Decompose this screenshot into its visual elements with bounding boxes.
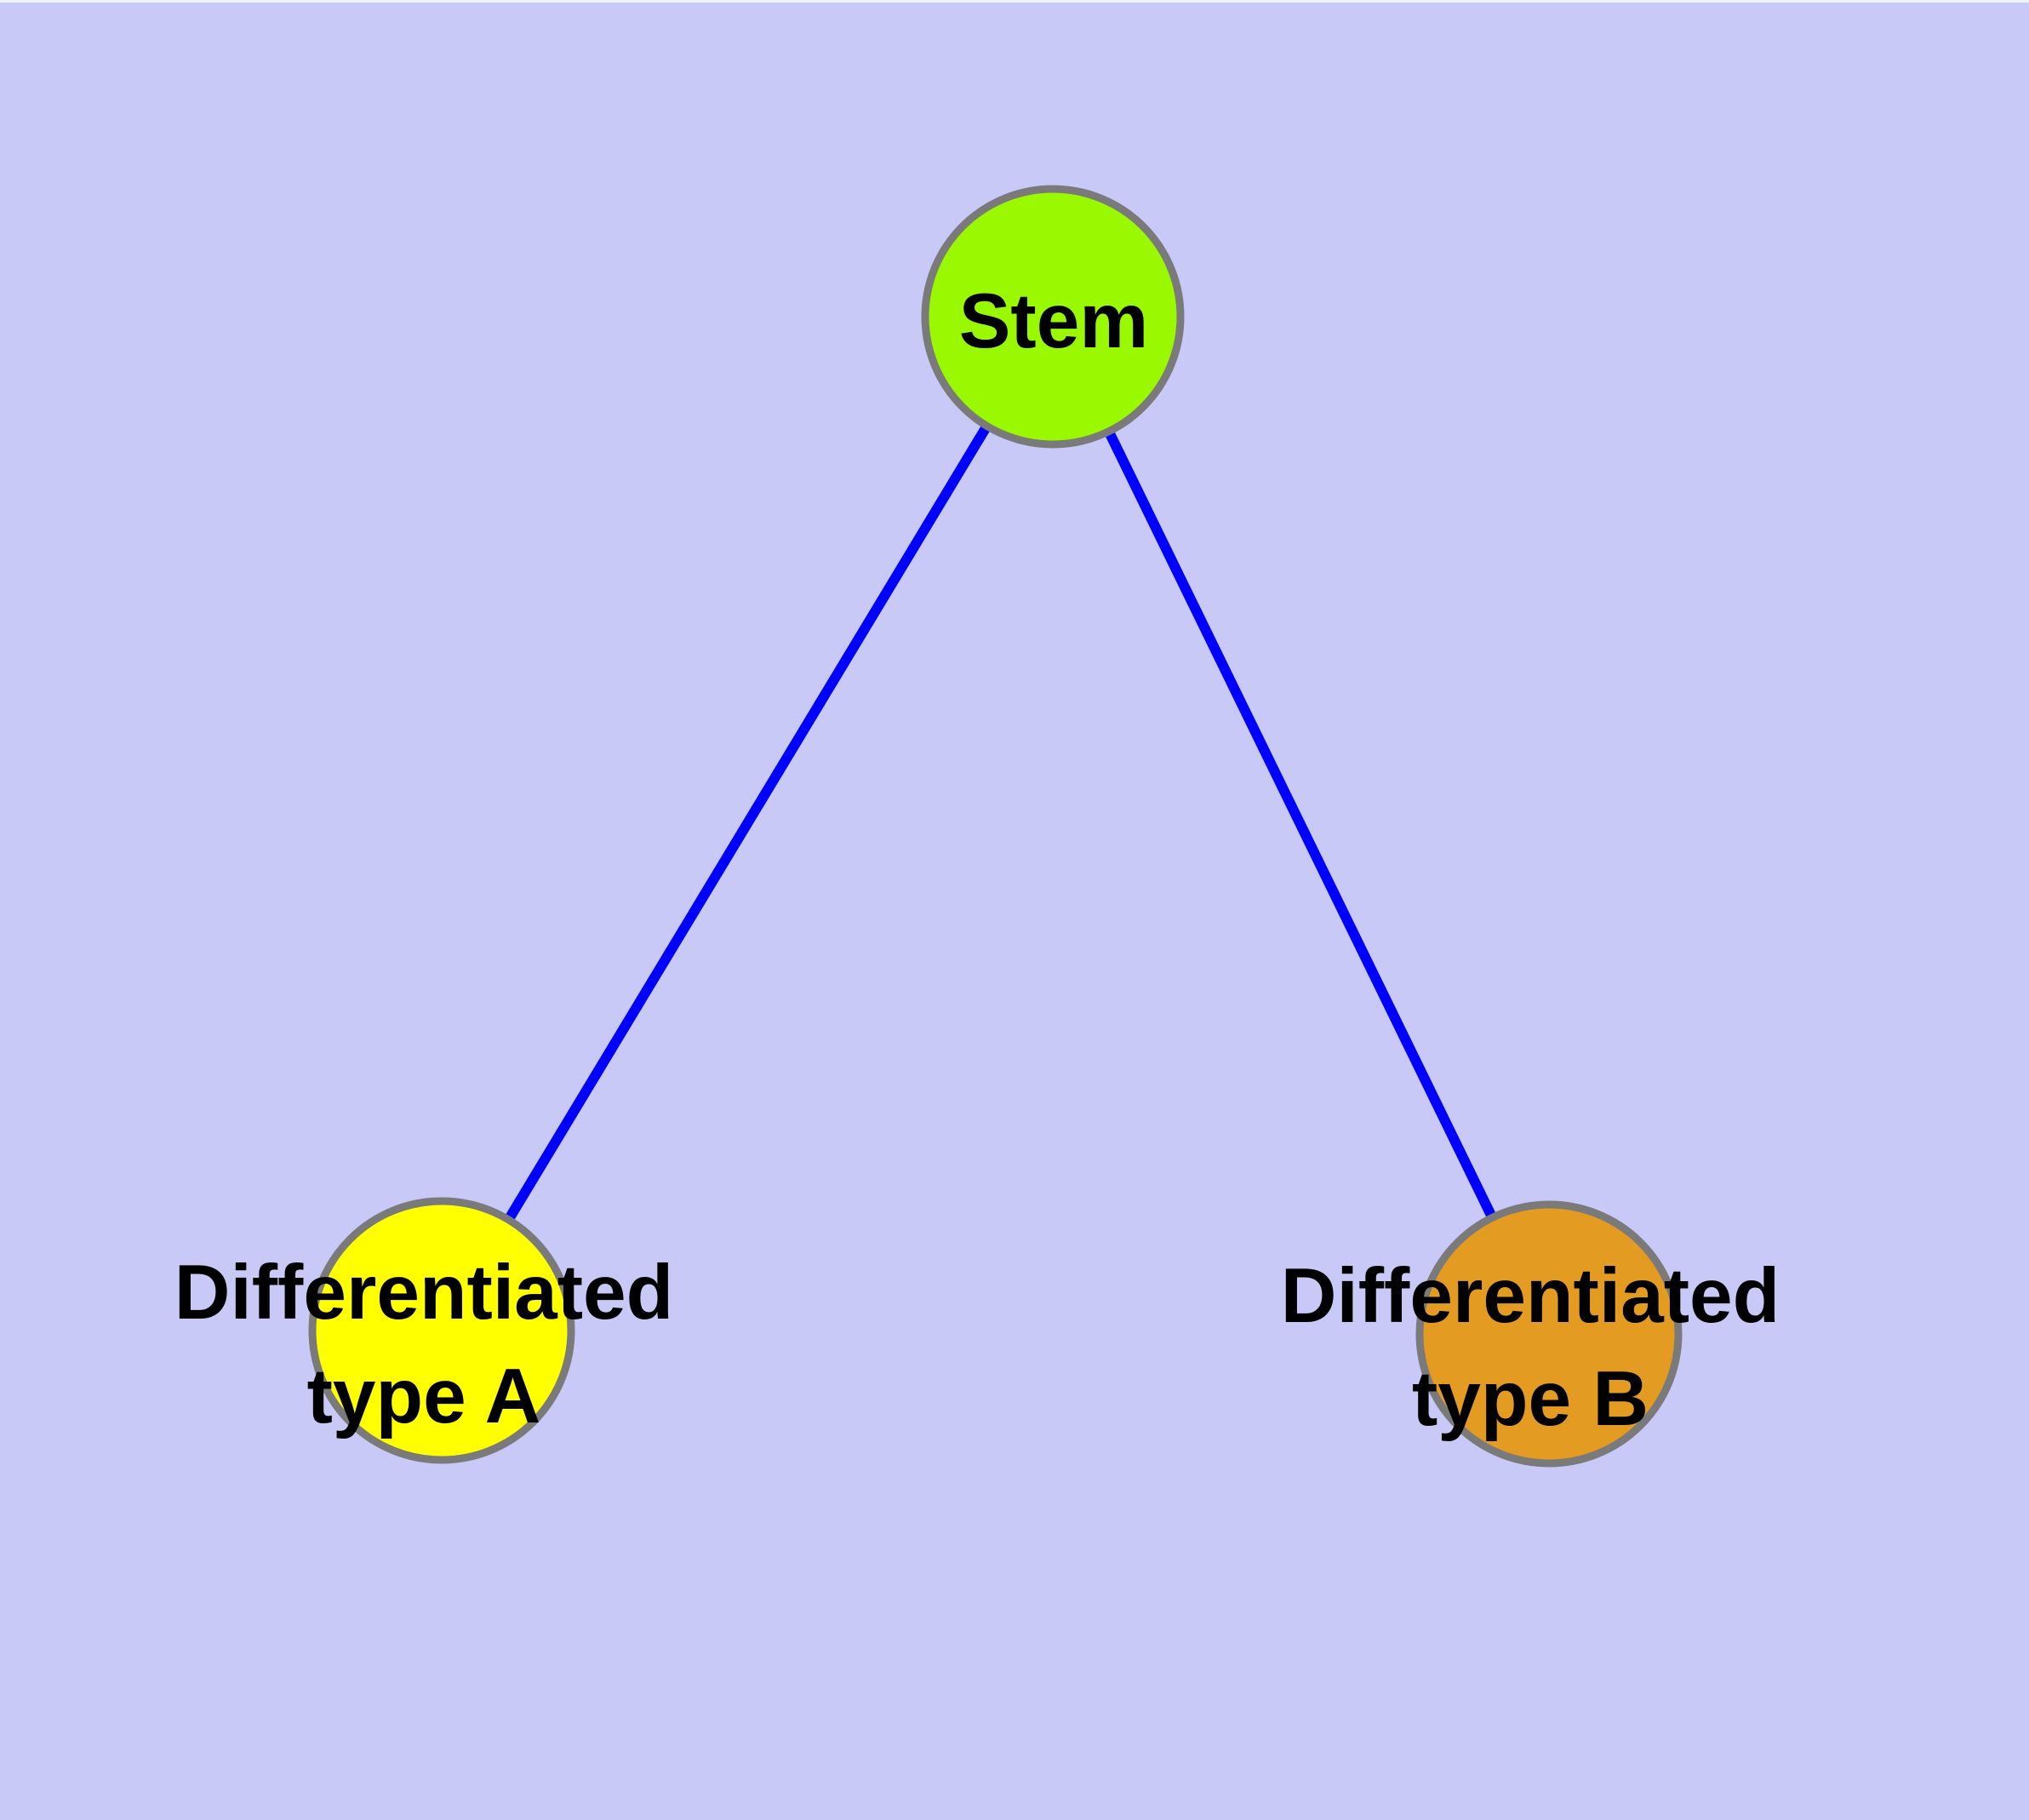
node-differentiated-type-b bbox=[1415, 1200, 1683, 1468]
node-type-a-label-line1: Differentiated bbox=[174, 1250, 674, 1336]
node-type-a-label-line2: type A bbox=[307, 1354, 541, 1439]
top-margin-strip bbox=[0, 0, 2029, 3]
edge-stem-to-type-b bbox=[1048, 314, 1554, 1336]
node-type-b-label-line1: Differentiated bbox=[1281, 1253, 1780, 1339]
node-stem-label: Stem bbox=[959, 278, 1149, 364]
edge-stem-to-type-a bbox=[437, 313, 1058, 1334]
node-stem bbox=[921, 185, 1185, 449]
node-type-b-label-line2: type B bbox=[1412, 1356, 1649, 1442]
node-differentiated-type-a bbox=[308, 1197, 575, 1464]
